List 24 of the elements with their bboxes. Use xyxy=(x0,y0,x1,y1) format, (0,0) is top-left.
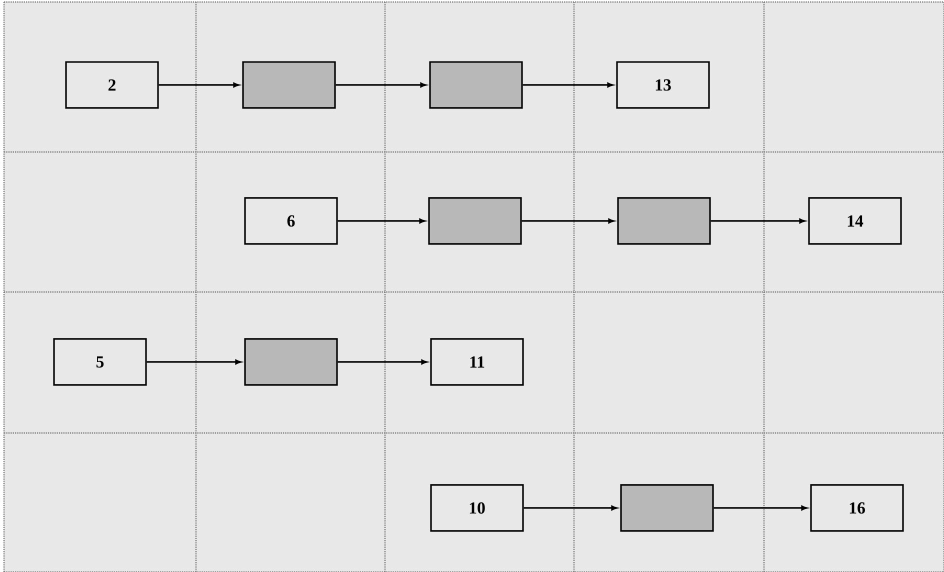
shaded-box xyxy=(620,484,714,532)
number-box: 13 xyxy=(616,61,710,109)
shaded-box xyxy=(428,197,522,245)
number-box: 6 xyxy=(244,197,338,245)
number-box: 16 xyxy=(810,484,904,532)
number-box: 14 xyxy=(808,197,902,245)
number-box: 2 xyxy=(65,61,159,109)
arrow xyxy=(522,218,614,224)
shaded-box xyxy=(429,61,523,109)
arrow xyxy=(146,360,242,364)
arrow xyxy=(158,82,240,88)
number-box: 11 xyxy=(430,338,524,386)
arrow xyxy=(524,506,618,510)
arrow xyxy=(338,218,426,224)
arrow xyxy=(710,218,806,224)
number-box: 5 xyxy=(53,338,147,386)
arrow xyxy=(714,506,808,510)
shaded-box xyxy=(242,61,336,109)
arrow xyxy=(338,360,428,364)
number-box: 10 xyxy=(430,484,524,532)
arrow xyxy=(336,82,426,88)
shaded-box xyxy=(244,338,338,386)
arrow xyxy=(522,82,614,88)
shaded-box xyxy=(617,197,711,245)
